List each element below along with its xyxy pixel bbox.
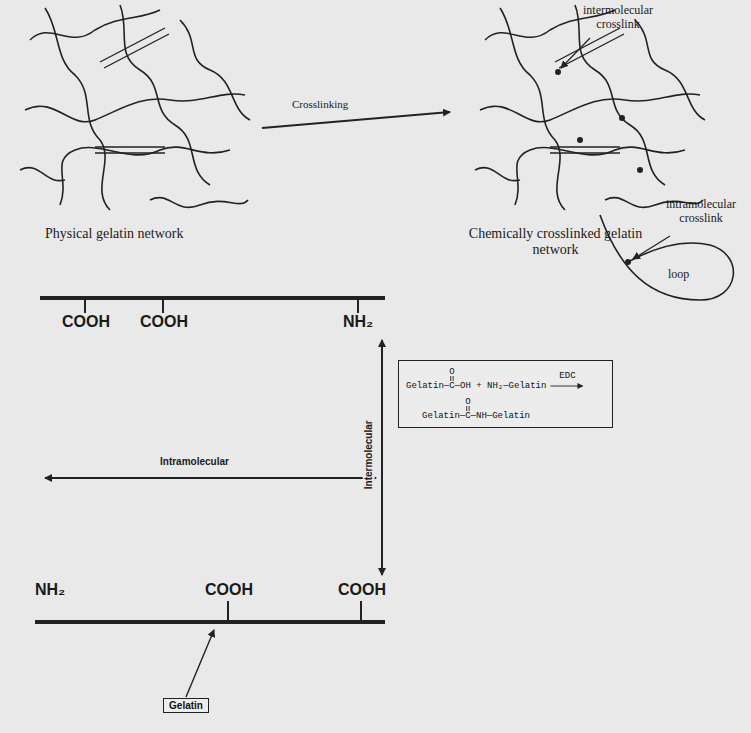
reaction-box: O Gelatin—C—OH + NH₂—Gelatin EDC O Gelatin—C…: [398, 360, 613, 428]
caption-label: intermolecular crosslink: [568, 4, 668, 32]
reaction-text: O: [449, 367, 454, 377]
functional-group: COOH: [205, 581, 253, 599]
functional-group: COOH: [338, 581, 386, 599]
reaction-text: Gelatin—C—NH—Gelatin: [422, 411, 530, 421]
caption-label: Crosslinking: [292, 98, 348, 111]
reaction-text: O: [465, 397, 470, 407]
intermolecular-arrow: [381, 340, 383, 575]
reaction-text: Gelatin—C—OH + NH₂—Gelatin: [406, 381, 546, 391]
reagent-label: EDC: [559, 371, 575, 381]
functional-group: NH₂: [343, 313, 373, 331]
intramolecular-arrow: [45, 477, 376, 479]
label-box: Gelatin: [163, 698, 209, 713]
functional-group: NH₂: [35, 581, 65, 599]
leader-line: [561, 38, 590, 68]
functional-group: COOH: [140, 313, 188, 331]
crosslinked-network: [475, 5, 733, 300]
gelatin-chains: [35, 298, 385, 622]
functional-group: COOH: [62, 313, 110, 331]
crosslinking-arrow: [262, 112, 450, 128]
pointer-arrow: [186, 630, 214, 697]
caption-label: Intramolecular: [160, 456, 229, 468]
caption-label: Physical gelatin network: [45, 226, 183, 242]
caption-label: loop: [668, 268, 689, 282]
caption-label: intramolecular crosslink: [655, 198, 747, 226]
box-label: Gelatin: [169, 700, 203, 711]
caption-label: Chemically crosslinked gelatin network: [468, 226, 643, 258]
physical-network: [20, 5, 250, 210]
caption-label: Intermolecular: [362, 419, 374, 492]
